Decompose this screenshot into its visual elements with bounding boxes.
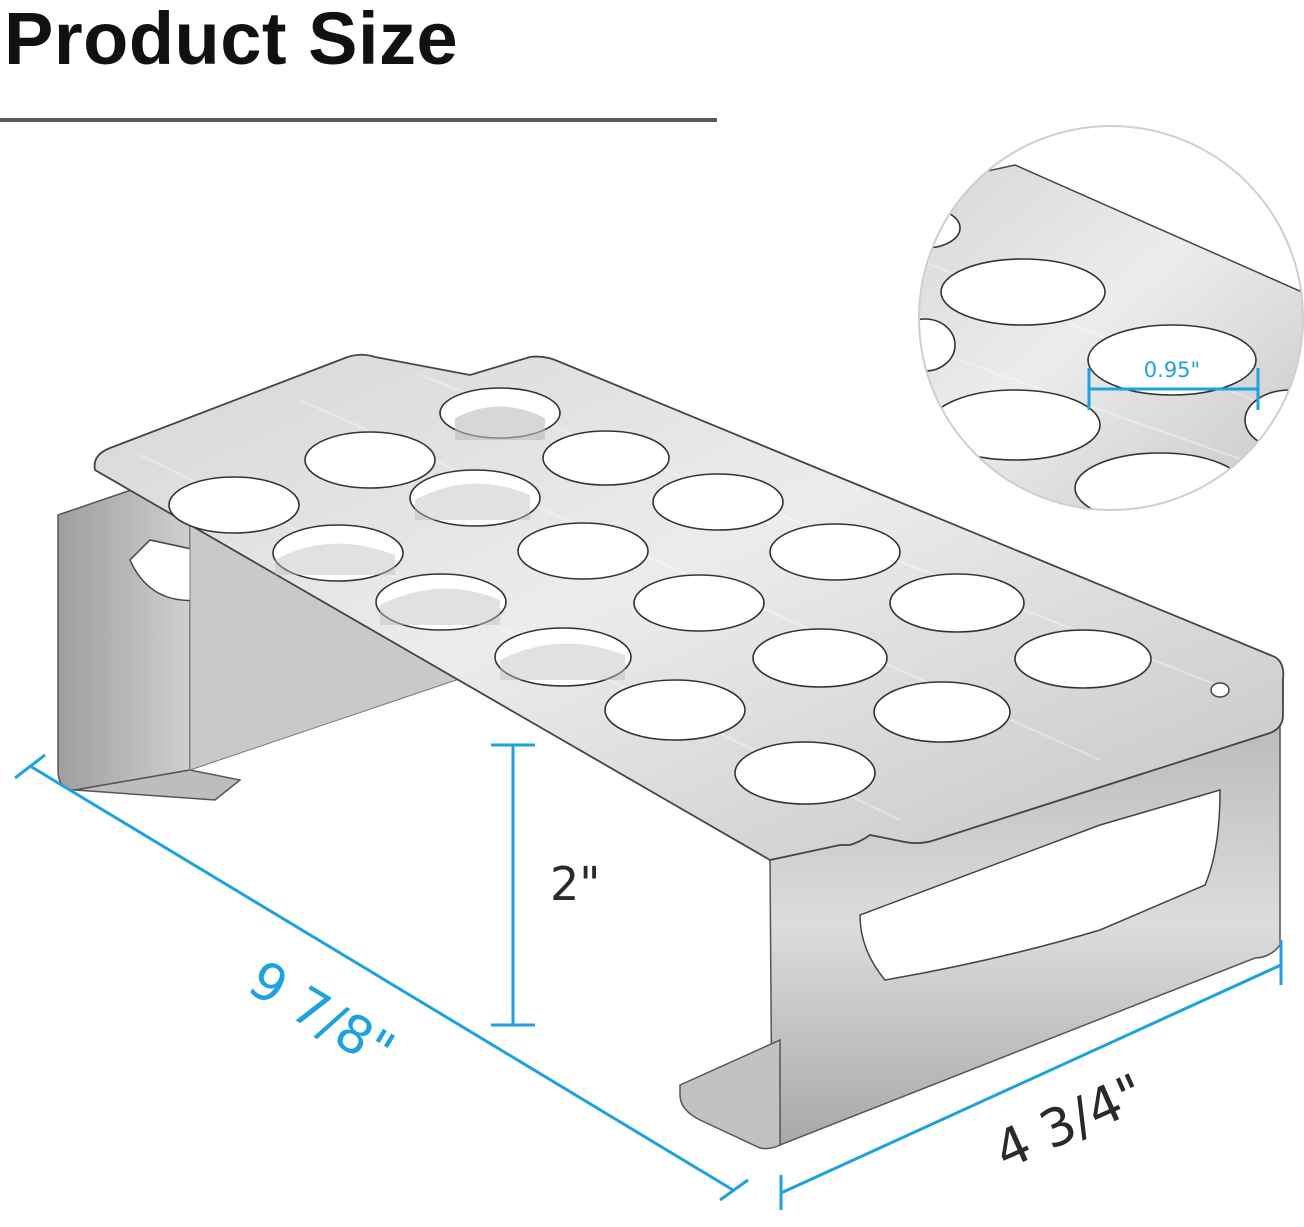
title-underline [0, 118, 717, 122]
length-dimension [14, 753, 749, 1202]
page-title: Product Size [4, 0, 459, 80]
rack-holes [168, 387, 1152, 805]
hole-diameter-label: 0.95" [1144, 358, 1200, 382]
hole-detail-zoom [918, 125, 1304, 511]
height-dimension [491, 743, 535, 1027]
edge-slot [1210, 682, 1230, 698]
width-dimension [779, 940, 1283, 1210]
width-label: 4 3/4" [986, 1063, 1154, 1182]
hole-shadows [275, 406, 625, 680]
height-label: 2" [550, 857, 600, 911]
rack-right-leg [679, 704, 1281, 1150]
length-label: 9 7/8" [238, 950, 404, 1082]
